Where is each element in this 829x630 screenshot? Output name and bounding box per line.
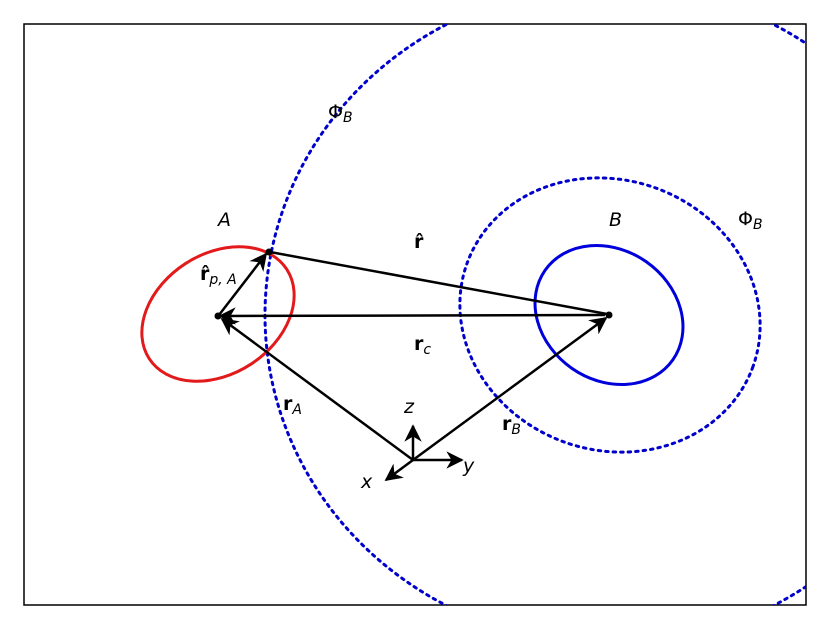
label-r-a: rA bbox=[283, 393, 302, 418]
body-a-ellipse bbox=[140, 245, 296, 383]
label-r-b: rB bbox=[502, 413, 521, 438]
label-axis-y: y bbox=[462, 455, 475, 477]
label-phi-top: ΦB bbox=[328, 101, 353, 126]
label-axis-x: x bbox=[360, 471, 373, 493]
vector-r-c bbox=[218, 307, 606, 325]
axis-x-arrow bbox=[384, 458, 414, 482]
vector-r-b bbox=[412, 316, 608, 462]
body-b-ellipse bbox=[533, 243, 685, 387]
vector-r-hat bbox=[269, 250, 608, 316]
label-phi-right: ΦB bbox=[738, 208, 763, 233]
label-r-hat: r̂ bbox=[414, 231, 424, 253]
plot-frame bbox=[23, 23, 807, 606]
vector-r-a bbox=[220, 317, 414, 462]
vector-group bbox=[218, 250, 608, 482]
label-body-a: A bbox=[216, 209, 231, 231]
vector-r-hat-pa bbox=[218, 252, 268, 316]
label-axis-z: z bbox=[403, 396, 415, 418]
center-a-point bbox=[214, 312, 222, 320]
label-r-c: rc bbox=[414, 333, 431, 358]
surface-point bbox=[265, 248, 273, 256]
potential-contour-inner bbox=[458, 176, 762, 454]
center-b-point bbox=[605, 311, 613, 319]
label-r-hat-pa: r̂p, A bbox=[200, 263, 237, 288]
label-body-b: B bbox=[609, 209, 622, 231]
